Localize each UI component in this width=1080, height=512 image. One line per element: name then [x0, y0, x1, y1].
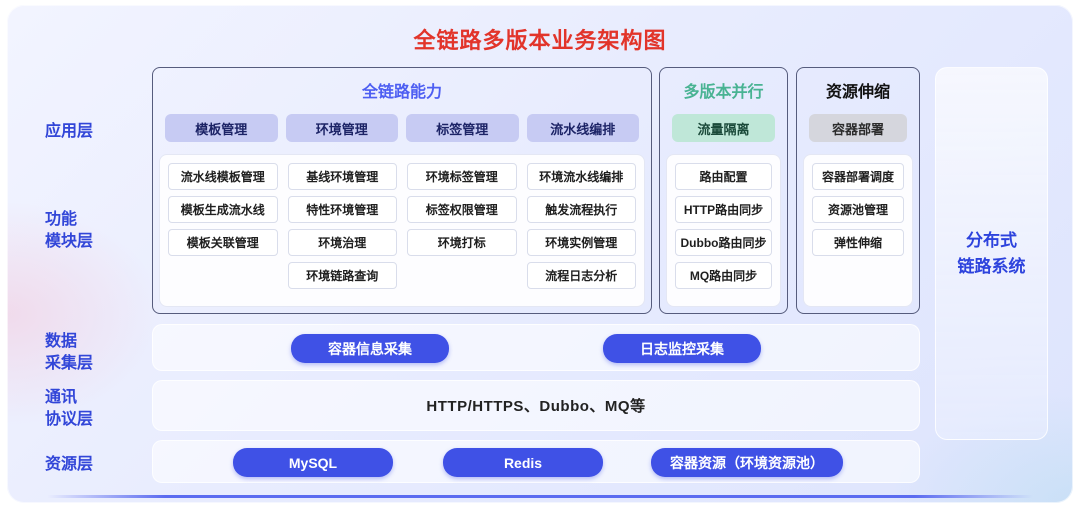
layer-label-line: 资源层 — [45, 456, 94, 473]
layer-label-application: 应用层 — [45, 121, 93, 143]
diagram-title: 全链路多版本业务架构图 — [413, 28, 667, 53]
module-item: HTTP路由同步 — [675, 196, 772, 223]
group-fulllink-header: 全链路能力 — [361, 84, 442, 101]
data-collection-row: 容器信息采集 日志监控采集 — [152, 324, 920, 371]
layer-label-line: 模块层 — [45, 233, 94, 250]
protocol-row: HTTP/HTTPS、Dubbo、MQ等 — [152, 380, 920, 431]
app-chip-tag-mgmt: 标签管理 — [406, 114, 519, 142]
module-column-tag: 环境标签管理 标签权限管理 环境打标 — [407, 163, 517, 298]
group-resource-scaling: 资源伸缩 容器部署 容器部署调度 资源池管理 弹性伸缩 — [796, 67, 920, 314]
app-chip-container-deploy: 容器部署 — [809, 114, 907, 142]
module-item: 流程日志分析 — [526, 262, 636, 289]
module-item: 弹性伸缩 — [812, 229, 904, 256]
app-chip-traffic-isolation: 流量隔离 — [672, 114, 775, 142]
container-info-collect-chip: 容器信息采集 — [291, 334, 449, 363]
module-item: MQ路由同步 — [675, 262, 772, 289]
module-item: 资源池管理 — [812, 196, 904, 223]
group-multiversion-header: 多版本并行 — [683, 84, 764, 101]
bottom-accent-line — [47, 495, 1033, 498]
module-item: 标签权限管理 — [407, 196, 517, 223]
redis-chip: Redis — [443, 448, 603, 477]
fulllink-module-panel: 流水线模板管理 模板生成流水线 模板关联管理 基线环境管理 特性环境管理 环境治… — [159, 154, 645, 307]
layer-label-line: 功能 — [45, 211, 78, 228]
module-item: 模板生成流水线 — [168, 196, 278, 223]
module-item: 模板关联管理 — [168, 229, 278, 256]
right-panel-line: 分布式 — [966, 230, 1017, 250]
protocol-text: HTTP/HTTPS、Dubbo、MQ等 — [426, 398, 646, 415]
layer-label-resource: 资源层 — [45, 454, 93, 476]
multiversion-module-panel: 路由配置 HTTP路由同步 Dubbo路由同步 MQ路由同步 — [666, 154, 781, 307]
module-item: Dubbo路由同步 — [675, 229, 772, 256]
resource-row: MySQL Redis 容器资源（环境资源池） — [152, 440, 920, 483]
module-item: 特性环境管理 — [287, 196, 397, 223]
module-item: 路由配置 — [675, 163, 772, 190]
layer-label-data-collection: 数据 采集层 — [45, 331, 93, 375]
group-scaling-header: 资源伸缩 — [825, 84, 890, 101]
app-chip-template-mgmt: 模板管理 — [165, 114, 278, 142]
layer-label-line: 采集层 — [45, 355, 94, 372]
module-item: 环境实例管理 — [526, 229, 636, 256]
distributed-link-system-panel: 分布式 链路系统 — [935, 67, 1048, 440]
container-resource-chip: 容器资源（环境资源池） — [651, 448, 843, 477]
layer-label-line: 协议层 — [45, 411, 94, 428]
module-item: 环境打标 — [407, 229, 517, 256]
module-column-environment: 基线环境管理 特性环境管理 环境治理 环境链路查询 — [287, 163, 397, 298]
right-panel-line: 链路系统 — [957, 256, 1026, 276]
scaling-module-panel: 容器部署调度 资源池管理 弹性伸缩 — [803, 154, 913, 307]
layer-label-function-module: 功能 模块层 — [45, 209, 93, 253]
module-item: 基线环境管理 — [287, 163, 397, 190]
fulllink-app-row: 模板管理 环境管理 标签管理 流水线编排 — [161, 114, 643, 142]
app-chip-pipeline-orchestration: 流水线编排 — [526, 114, 639, 142]
log-monitor-collect-chip: 日志监控采集 — [603, 334, 761, 363]
module-item: 环境链路查询 — [287, 262, 397, 289]
layer-label-communication-protocol: 通讯 协议层 — [45, 387, 93, 431]
group-fulllink-capability: 全链路能力 模板管理 环境管理 标签管理 流水线编排 流水线模板管理 模板生成流… — [152, 67, 652, 314]
module-column-routing: 路由配置 HTTP路由同步 Dubbo路由同步 MQ路由同步 — [675, 163, 772, 298]
module-column-pipeline: 环境流水线编排 触发流程执行 环境实例管理 流程日志分析 — [526, 163, 636, 298]
module-column-template: 流水线模板管理 模板生成流水线 模板关联管理 — [168, 163, 278, 298]
app-chip-env-mgmt: 环境管理 — [285, 114, 398, 142]
module-column-scaling: 容器部署调度 资源池管理 弹性伸缩 — [812, 163, 904, 298]
layer-label-line: 应用层 — [45, 123, 94, 140]
module-item: 流水线模板管理 — [168, 163, 278, 190]
module-item: 环境流水线编排 — [526, 163, 636, 190]
layer-label-line: 数据 — [45, 333, 78, 350]
module-item: 容器部署调度 — [812, 163, 904, 190]
layer-label-line: 通讯 — [45, 389, 78, 406]
module-item: 触发流程执行 — [526, 196, 636, 223]
group-multiversion-parallel: 多版本并行 流量隔离 路由配置 HTTP路由同步 Dubbo路由同步 MQ路由同… — [659, 67, 788, 314]
diagram-background-panel: 全链路多版本业务架构图 应用层 功能 模块层 数据 采集层 通讯 协议层 资源层… — [6, 4, 1074, 504]
mysql-chip: MySQL — [233, 448, 393, 477]
module-item: 环境标签管理 — [407, 163, 517, 190]
module-item: 环境治理 — [287, 229, 397, 256]
